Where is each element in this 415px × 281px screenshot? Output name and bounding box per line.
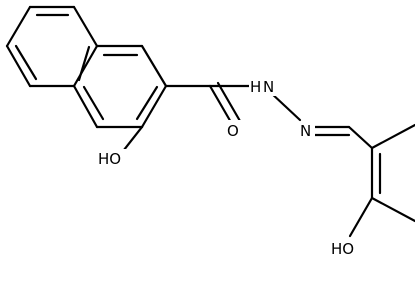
naphthalene-left-ring [5, 5, 99, 88]
phenol-oh-bond [348, 196, 374, 238]
amide-nitrogen-label: N [263, 78, 274, 96]
phenyl-ring [370, 123, 415, 223]
naphthol-hydroxyl-label: HO [98, 150, 121, 168]
hydrazone-linkage [268, 90, 374, 150]
carbonyl-oxygen-label: O [227, 122, 239, 140]
naphthalene-right-ring [72, 44, 168, 129]
nh-hydrogen-label: H [250, 78, 261, 96]
imine-nitrogen-label: N [300, 122, 311, 140]
phenol-hydroxyl-label: HO [331, 240, 354, 258]
amide-group [164, 81, 258, 126]
